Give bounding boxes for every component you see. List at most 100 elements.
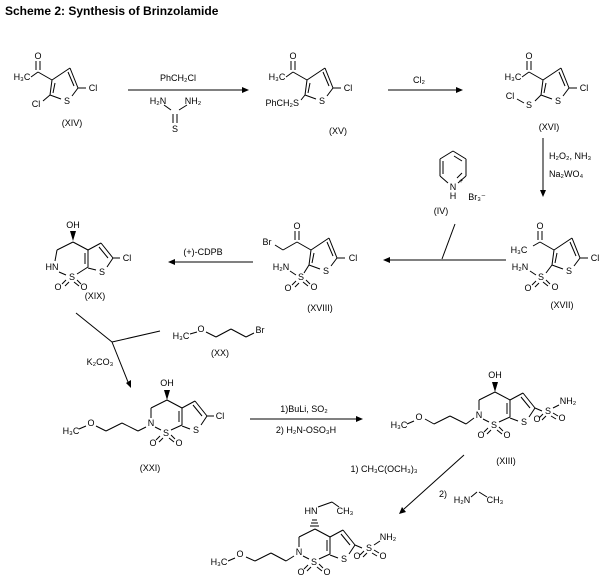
reagent-k2co3: K₂CO₃	[87, 357, 114, 367]
thiourea-structure: H₂N NH₂ S	[150, 96, 202, 134]
xv-skeleton	[285, 61, 341, 101]
xv-carbonyl-o-label: O	[289, 51, 296, 61]
xiii-sulfonyl-o-right-label: O	[503, 430, 510, 440]
reagent-orthoacetate: 1) CH₃C(OCH₃)₃	[351, 464, 418, 474]
reagent-h2o2-nh3: H₂O₂, NH₃	[549, 151, 591, 161]
iv-n-label: N	[450, 182, 457, 192]
xiv-skeleton	[30, 61, 86, 102]
compound-xiii: OH N S O O S S NH₂ O O O H₃C (XIII)	[391, 370, 577, 466]
xv-roman-label: (XV)	[329, 126, 347, 136]
xvi-sulfenyl-s-label: S	[526, 100, 532, 110]
xx-skeleton	[189, 328, 255, 338]
xiii-chain-o-label: O	[415, 412, 422, 422]
brinzolamide-sulfonamide-nh2-label: NH₂	[380, 532, 397, 542]
compound-xxi: OH N S O O S Cl O H₃C (XXI)	[63, 378, 225, 473]
brinzolamide-thiophene-s-label: S	[341, 554, 347, 564]
xxi-roman-label: (XXI)	[140, 463, 161, 473]
xviii-roman-label: (XVIII)	[307, 303, 333, 313]
xviii-skeleton	[274, 231, 345, 288]
xxi-skeleton	[78, 390, 214, 443]
compound-xiv: H₃C O Cl Cl S (XIV)	[14, 51, 98, 128]
xiii-thiophene-s-label: S	[521, 417, 527, 427]
compound-brinzolamide: HN CH₃ N S O O S S NH₂ O O O H₃C	[211, 501, 397, 577]
xxi-chain-o-label: O	[87, 418, 94, 428]
iv-roman-label: (IV)	[434, 206, 449, 216]
xiii-sulfonyl-o-left-label: O	[477, 430, 484, 440]
xxi-chain-methyl-label: H₃C	[63, 426, 80, 436]
xiii-sulfonyl-s-label: S	[491, 420, 497, 430]
arrow-xv-to-xvi: Cl₂	[388, 75, 463, 93]
ethylamine-ch3-label: CH₃	[487, 495, 504, 505]
xvii-cl5-label: Cl	[591, 253, 600, 263]
xv-cl5-label: Cl	[344, 83, 353, 93]
xvii-methyl-label: H₃C	[511, 245, 528, 255]
xviii-sulfonyl-o-left-label: O	[284, 283, 291, 293]
iv-skeleton	[439, 150, 467, 260]
compound-xv: H₃C O PhCH₂S Cl S (XV)	[265, 51, 352, 136]
xviii-sulfonyl-s-label: S	[298, 272, 304, 282]
xxi-sulfonyl-o-right-label: O	[175, 438, 182, 448]
xiv-roman-label: (XIV)	[62, 118, 83, 128]
xx-methyl-label: H₃C	[173, 331, 190, 341]
xx-o-label: O	[197, 324, 204, 334]
xxi-sulfonyl-s-label: S	[163, 428, 169, 438]
xviii-carbonyl-o-label: O	[293, 221, 300, 231]
arrow-xiii-to-brinzolamide: 1) CH₃C(OCH₃)₃ 2) H₂N CH₃	[351, 454, 504, 514]
xx-roman-label: (XX)	[211, 348, 229, 358]
xiv-cl5-label: Cl	[89, 83, 98, 93]
xiii-sulfonamide-s-label: S	[545, 406, 551, 416]
arrow-xviii-to-xix: (+)-CDPB	[168, 247, 253, 265]
compound-xx: H₃C O Br (XX)	[173, 324, 265, 358]
iv-h-label: H	[450, 191, 457, 201]
xv-ring-s-label: S	[319, 96, 325, 106]
xxi-cl-label: Cl	[216, 411, 225, 421]
brinzolamide-n-label: N	[296, 547, 303, 557]
xvi-roman-label: (XVI)	[539, 122, 560, 132]
xviii-ring-s-label: S	[323, 266, 329, 276]
reagent-cdpb: (+)-CDPB	[183, 247, 222, 257]
thiourea-nh2-label: NH₂	[185, 96, 202, 106]
arrow-xiv-to-xv: PhCH₂Cl H₂N NH₂ S	[128, 73, 249, 134]
reagent-h2n-oso3h: 2) H₂N-OSO₃H	[276, 425, 336, 435]
brinzolamide-skeleton	[227, 501, 381, 572]
xix-thiophene-s-label: S	[99, 267, 105, 277]
brinzolamide-hn-label: HN	[305, 506, 318, 516]
xiii-oh-label: OH	[488, 370, 502, 380]
xvii-sulfonyl-s-label: S	[538, 272, 544, 282]
xviii-sulfonyl-o-right-label: O	[310, 282, 317, 292]
xx-br-label: Br	[256, 325, 265, 335]
brinzolamide-sulfonyl-o-left-label: O	[297, 567, 304, 577]
xix-sulfonyl-o-left-label: O	[54, 282, 61, 292]
xiii-skeleton	[406, 382, 560, 435]
xiii-chain-methyl-label: H₃C	[391, 420, 408, 430]
xvii-roman-label: (XVII)	[550, 300, 573, 310]
ethylamine-structure: H₂N CH₃	[454, 491, 504, 505]
reagent-na2wo4: Na₂WO₄	[549, 169, 583, 179]
brinzolamide-sulfonamide-o-left-label: O	[353, 551, 360, 561]
compound-iv: N H + Br₃⁻ (IV)	[434, 150, 486, 260]
xvi-methyl-label: H₃C	[505, 72, 522, 82]
xxi-thiophene-s-label: S	[193, 425, 199, 435]
xvi-ring-s-label: S	[555, 96, 561, 106]
xix-cl-label: Cl	[123, 253, 132, 263]
brinzolamide-sulfonamide-s-label: S	[366, 543, 372, 553]
scheme-title: Scheme 2: Synthesis of Brinzolamide	[5, 4, 219, 18]
xxi-sulfonyl-o-left-label: O	[149, 438, 156, 448]
brinzolamide-sulfonamide-o-right-label: O	[379, 551, 386, 561]
xiii-roman-label: (XIII)	[496, 456, 516, 466]
xiii-n-label: N	[476, 410, 483, 420]
brinzolamide-ethyl-ch3-label: CH₃	[337, 506, 354, 516]
xvii-carbonyl-o-label: O	[536, 221, 543, 231]
xix-sulfonyl-s-label: S	[69, 272, 75, 282]
brinzolamide-chain-methyl-label: H₃C	[211, 557, 228, 567]
xiii-sulfonamide-o-right-label: O	[558, 413, 565, 423]
xvi-cl5-label: Cl	[580, 83, 589, 93]
xiv-cl2-label: Cl	[32, 99, 41, 109]
xiv-carbonyl-o-label: O	[34, 51, 41, 61]
xiii-sulfonamide-nh2-label: NH₂	[560, 396, 577, 406]
brinzolamide-sulfonyl-o-right-label: O	[323, 567, 330, 577]
xix-skeleton	[54, 231, 120, 287]
ethylamine-h2n-label: H₂N	[454, 495, 471, 505]
